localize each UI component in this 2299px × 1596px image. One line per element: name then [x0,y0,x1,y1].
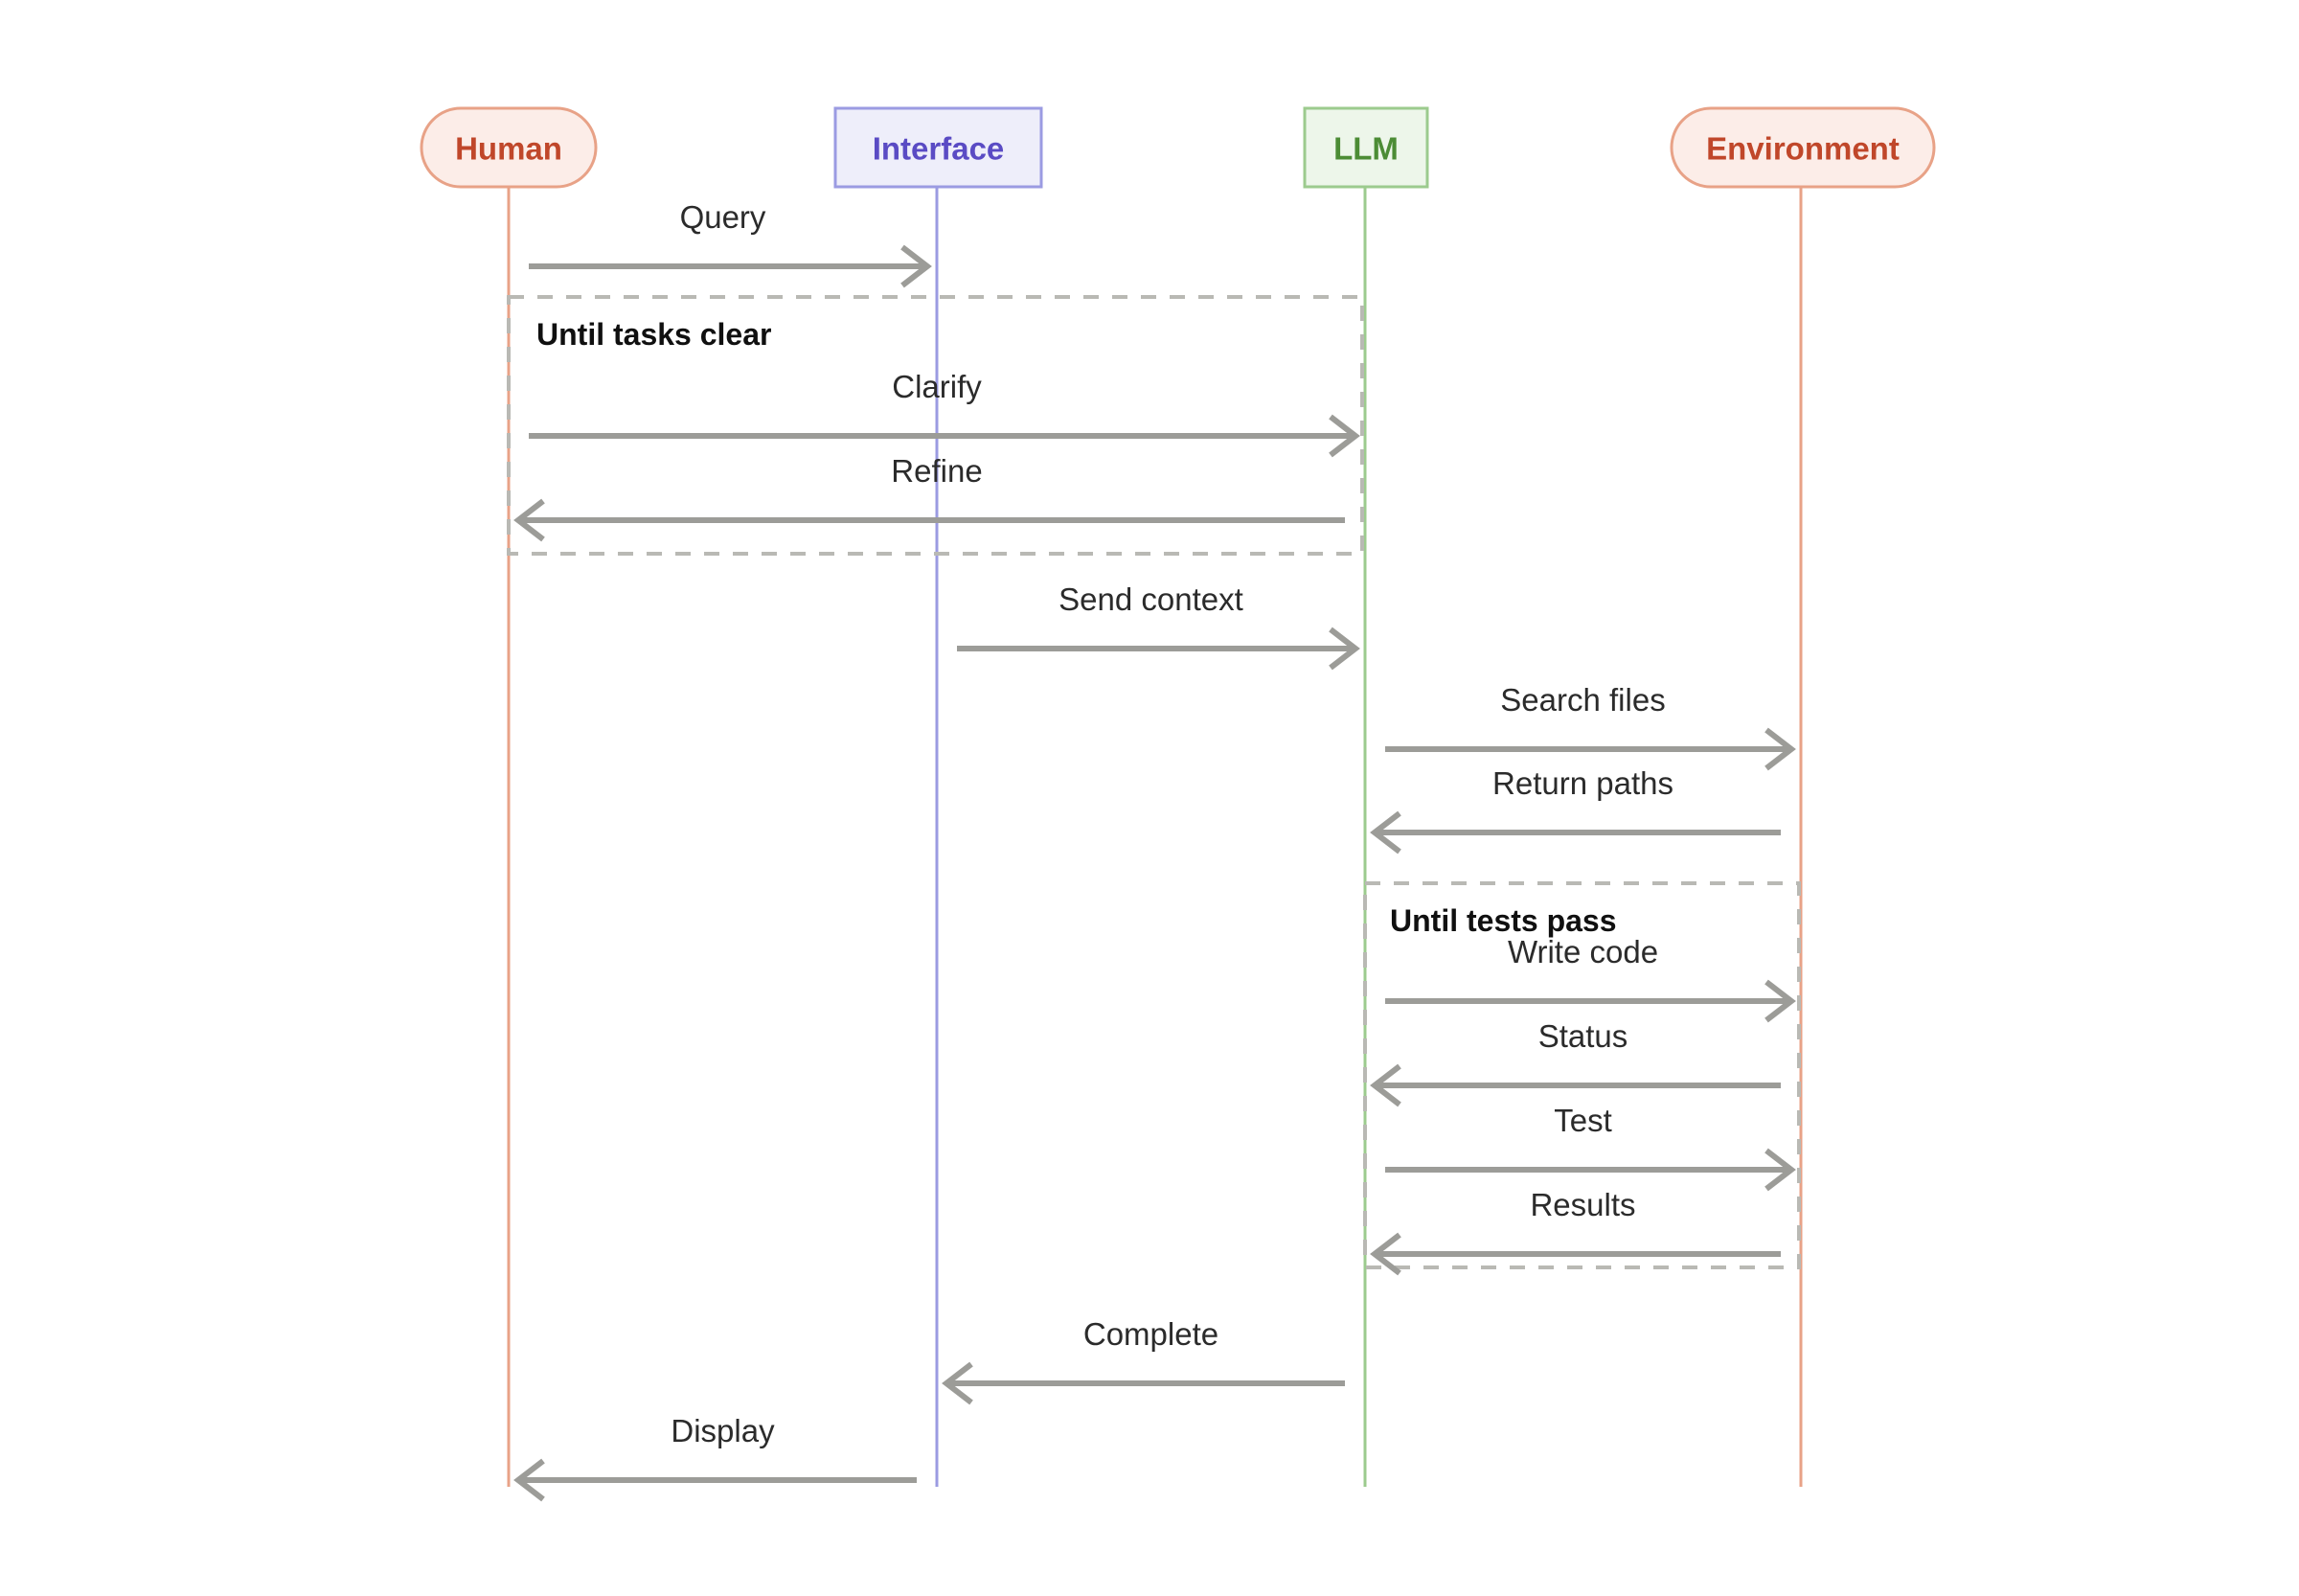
message-label: Return paths [1492,765,1673,801]
actor-box[interactable] [1670,106,1936,189]
message-arrowhead [1329,414,1360,458]
actor-label: Environment [1706,131,1900,167]
message-status: Status [1370,1018,1781,1107]
actor-box[interactable] [420,106,598,189]
message-display: Display [513,1413,917,1502]
message-arrowhead [1764,979,1796,1023]
message-label: Query [680,199,766,235]
actor-header-human[interactable]: Human [420,106,598,189]
message-label: Results [1530,1187,1635,1222]
message-query: Query [529,199,932,288]
message-write-code: Write code [1385,934,1796,1023]
loop-fragment-title: Until tests pass [1390,903,1617,938]
loop-fragment-box [1363,881,1801,1269]
actor-headers-layer: Human Interface LLM Environment [420,106,1936,189]
actor-box[interactable] [1303,106,1429,189]
message-arrowhead [1370,810,1401,855]
message-label: Write code [1508,934,1658,969]
message-label: Search files [1500,682,1665,718]
message-send-context: Send context [957,581,1360,671]
loop-fragment-box [507,295,1364,556]
message-arrowhead [900,244,932,288]
message-arrowhead [513,498,545,542]
message-results: Results [1370,1187,1781,1276]
actor-box[interactable] [833,106,1043,189]
message-arrowhead [1329,627,1360,671]
message-label: Display [671,1413,775,1448]
message-complete: Complete [942,1316,1345,1405]
message-test: Test [1385,1103,1796,1192]
actor-label: Human [455,131,562,167]
message-clarify: Clarify [529,369,1360,458]
actor-header-environment[interactable]: Environment [1670,106,1936,189]
actor-header-interface[interactable]: Interface [833,106,1043,189]
actor-label: Interface [873,131,1005,167]
message-label: Status [1538,1018,1628,1054]
message-refine: Refine [513,453,1345,542]
message-return-paths: Return paths [1370,765,1781,855]
loop-fragment-title: Until tasks clear [536,317,771,352]
message-arrowhead [1764,727,1796,771]
message-label: Send context [1058,581,1243,617]
message-label: Test [1554,1103,1612,1138]
actor-header-llm[interactable]: LLM [1303,106,1429,189]
message-arrowhead [513,1458,545,1502]
message-label: Clarify [892,369,982,404]
message-arrowhead [1764,1148,1796,1192]
message-label: Complete [1083,1316,1218,1352]
actor-label: LLM [1333,131,1399,167]
message-label: Refine [891,453,982,489]
message-arrowhead [942,1361,973,1405]
message-arrowhead [1370,1232,1401,1276]
message-search-files: Search files [1385,682,1796,771]
message-arrowhead [1370,1063,1401,1107]
lifelines-layer [507,187,1803,1487]
